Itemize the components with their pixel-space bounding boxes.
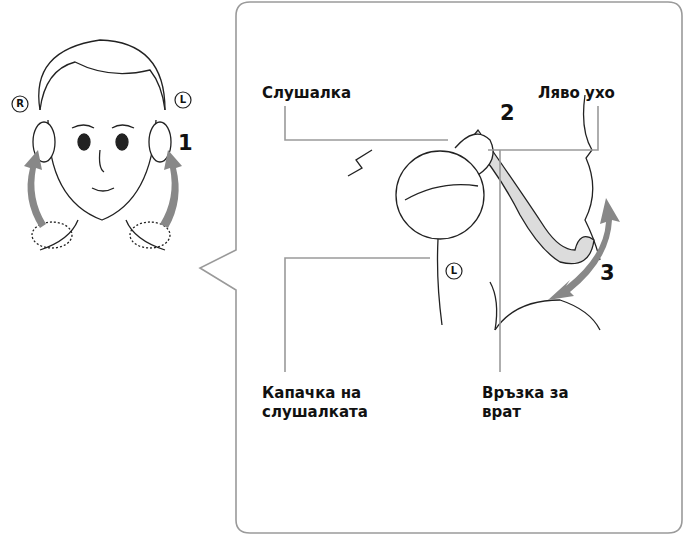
- leader-lines: [285, 106, 598, 372]
- part-name: Слушалка: [262, 84, 392, 103]
- side-mark: L: [447, 265, 461, 277]
- adjust-arrow: [548, 198, 620, 300]
- head-figure: [32, 40, 171, 250]
- move-arrows: [24, 150, 182, 228]
- side-mark: L: [176, 94, 190, 106]
- part-name: Връзка за врат: [482, 384, 577, 422]
- callout-number: 1: [178, 132, 198, 154]
- side-mark: R: [13, 98, 27, 110]
- callout-number: 3: [600, 262, 620, 284]
- callout-panel: [200, 2, 682, 533]
- callout-number: 2: [500, 102, 520, 124]
- headphone: [396, 134, 493, 325]
- part-name: Капачка на слушалката: [262, 384, 382, 422]
- part-name: Ляво ухо: [538, 84, 648, 103]
